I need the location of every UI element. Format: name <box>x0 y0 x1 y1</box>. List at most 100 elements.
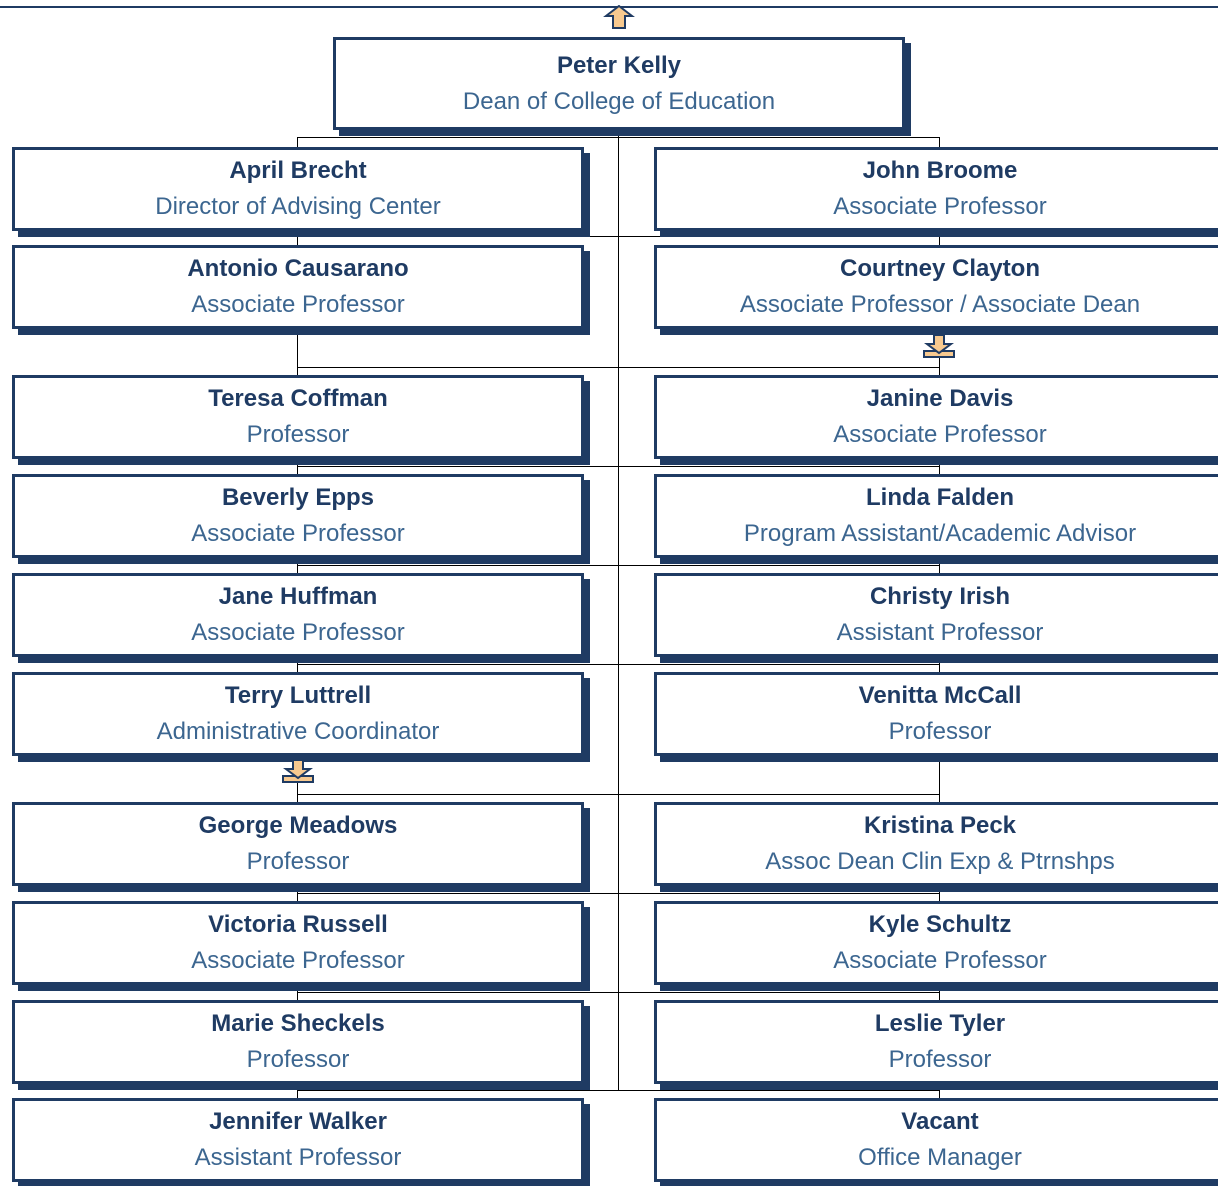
person-name: George Meadows <box>198 812 398 839</box>
person-title: Assoc Dean Clin Exp & Ptrnshps <box>765 848 1115 875</box>
person-name: Linda Falden <box>865 484 1014 511</box>
root-branch-connector <box>297 137 940 138</box>
person-title: Assistant Professor <box>836 619 1044 646</box>
row-connector <box>297 664 940 665</box>
person-title: Associate Professor <box>191 619 405 646</box>
person-name: Terry Luttrell <box>224 682 372 709</box>
person-name: Marie Sheckels <box>211 1010 385 1037</box>
person-name: Kyle Schultz <box>868 911 1012 938</box>
left-connector <box>297 231 298 246</box>
branch-drop-left <box>297 137 298 148</box>
expand-terry-luttrell-button[interactable] <box>282 759 314 783</box>
person-title: Director of Advising Center <box>155 193 441 220</box>
person-title: Associate Professor <box>833 421 1047 448</box>
branch-drop-right <box>939 137 940 148</box>
person-title: Dean of College of Education <box>462 87 776 115</box>
person-name: Venitta McCall <box>858 682 1022 709</box>
row-connector <box>297 992 940 993</box>
person-title: Associate Professor <box>833 947 1047 974</box>
down-arrow-icon <box>282 759 314 783</box>
row-connector <box>297 367 940 368</box>
left-connector <box>297 329 298 376</box>
left-connector <box>297 657 298 673</box>
person-name: Leslie Tyler <box>874 1010 1006 1037</box>
person-name: Jennifer Walker <box>209 1108 387 1135</box>
left-connector <box>297 985 298 1001</box>
right-connector <box>939 985 940 1001</box>
up-arrow-icon <box>603 5 635 29</box>
person-title: Professor <box>246 1046 350 1073</box>
person-name: Antonio Causarano <box>187 255 409 282</box>
row-connector <box>297 1090 940 1091</box>
person-name: Peter Kelly <box>556 51 682 79</box>
person-title: Professor <box>246 848 350 875</box>
person-name: Vacant <box>901 1108 979 1135</box>
navigate-up-button[interactable] <box>603 5 635 29</box>
person-title: Program Assistant/Academic Advisor <box>743 520 1137 547</box>
left-connector <box>297 1084 298 1099</box>
expand-courtney-clayton-button[interactable] <box>923 334 955 358</box>
person-title: Office Manager <box>858 1144 1022 1171</box>
person-name: Kristina Peck <box>863 812 1017 839</box>
person-name: Teresa Coffman <box>208 385 388 412</box>
right-connector <box>939 231 940 246</box>
person-name: John Broome <box>862 157 1018 184</box>
person-name: Courtney Clayton <box>839 255 1040 282</box>
left-connector <box>297 886 298 902</box>
row-connector <box>297 236 940 237</box>
row-connector <box>297 794 940 795</box>
person-title: Associate Professor <box>191 291 405 318</box>
person-title: Associate Professor / Associate Dean <box>739 291 1141 318</box>
person-title: Professor <box>888 718 992 745</box>
right-connector <box>939 756 940 803</box>
right-connector <box>939 657 940 673</box>
top-border <box>0 6 1218 8</box>
right-connector <box>939 459 940 475</box>
left-connector <box>297 558 298 574</box>
person-name: Jane Huffman <box>218 583 378 610</box>
person-title: Professor <box>246 421 350 448</box>
right-connector <box>939 1084 940 1099</box>
row-connector <box>297 893 940 894</box>
right-connector <box>939 886 940 902</box>
row-connector <box>297 466 940 467</box>
person-title: Administrative Coordinator <box>156 718 440 745</box>
person-title: Associate Professor <box>191 520 405 547</box>
person-name: Beverly Epps <box>221 484 375 511</box>
person-name: Janine Davis <box>866 385 1014 412</box>
trunk-connector <box>618 133 619 1091</box>
person-name: Christy Irish <box>869 583 1011 610</box>
person-title: Professor <box>888 1046 992 1073</box>
down-arrow-icon <box>923 334 955 358</box>
person-title: Associate Professor <box>833 193 1047 220</box>
right-connector <box>939 558 940 574</box>
person-name: April Brecht <box>229 157 367 184</box>
row-connector <box>297 565 940 566</box>
left-connector <box>297 459 298 475</box>
person-title: Associate Professor <box>191 947 405 974</box>
person-title: Assistant Professor <box>194 1144 402 1171</box>
person-name: Victoria Russell <box>208 911 388 938</box>
